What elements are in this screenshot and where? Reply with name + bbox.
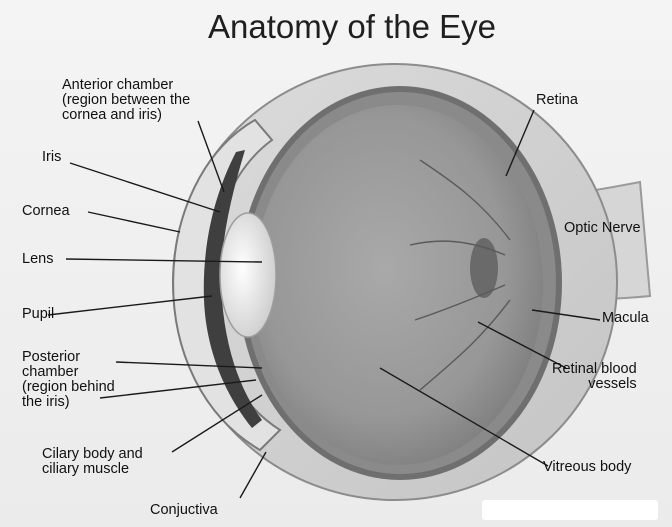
label-anterior-chamber: Anterior chamber (region between the cor… xyxy=(62,78,190,123)
label-cornea: Cornea xyxy=(22,204,70,219)
label-optic-nerve: Optic Nerve xyxy=(564,221,641,236)
label-conjuctiva: Conjuctiva xyxy=(150,503,218,518)
label-retina: Retina xyxy=(536,93,578,108)
diagram-title: Anatomy of the Eye xyxy=(208,8,496,46)
watermark-patch xyxy=(482,500,658,520)
label-vitreous-body: Vitreous body xyxy=(543,460,631,475)
label-lens: Lens xyxy=(22,252,53,267)
label-retinal-blood-vessels: Retinal blood vessels xyxy=(552,362,637,392)
vitreous-shape xyxy=(253,105,543,465)
label-posterior-chamber: Posterior chamber (region behind the iri… xyxy=(22,350,115,410)
lens-shape xyxy=(220,213,276,337)
label-ciliary-body: Cilary body and ciliary muscle xyxy=(42,447,143,477)
label-pupil: Pupil xyxy=(22,307,54,322)
label-iris: Iris xyxy=(42,150,61,165)
label-macula: Macula xyxy=(602,311,649,326)
